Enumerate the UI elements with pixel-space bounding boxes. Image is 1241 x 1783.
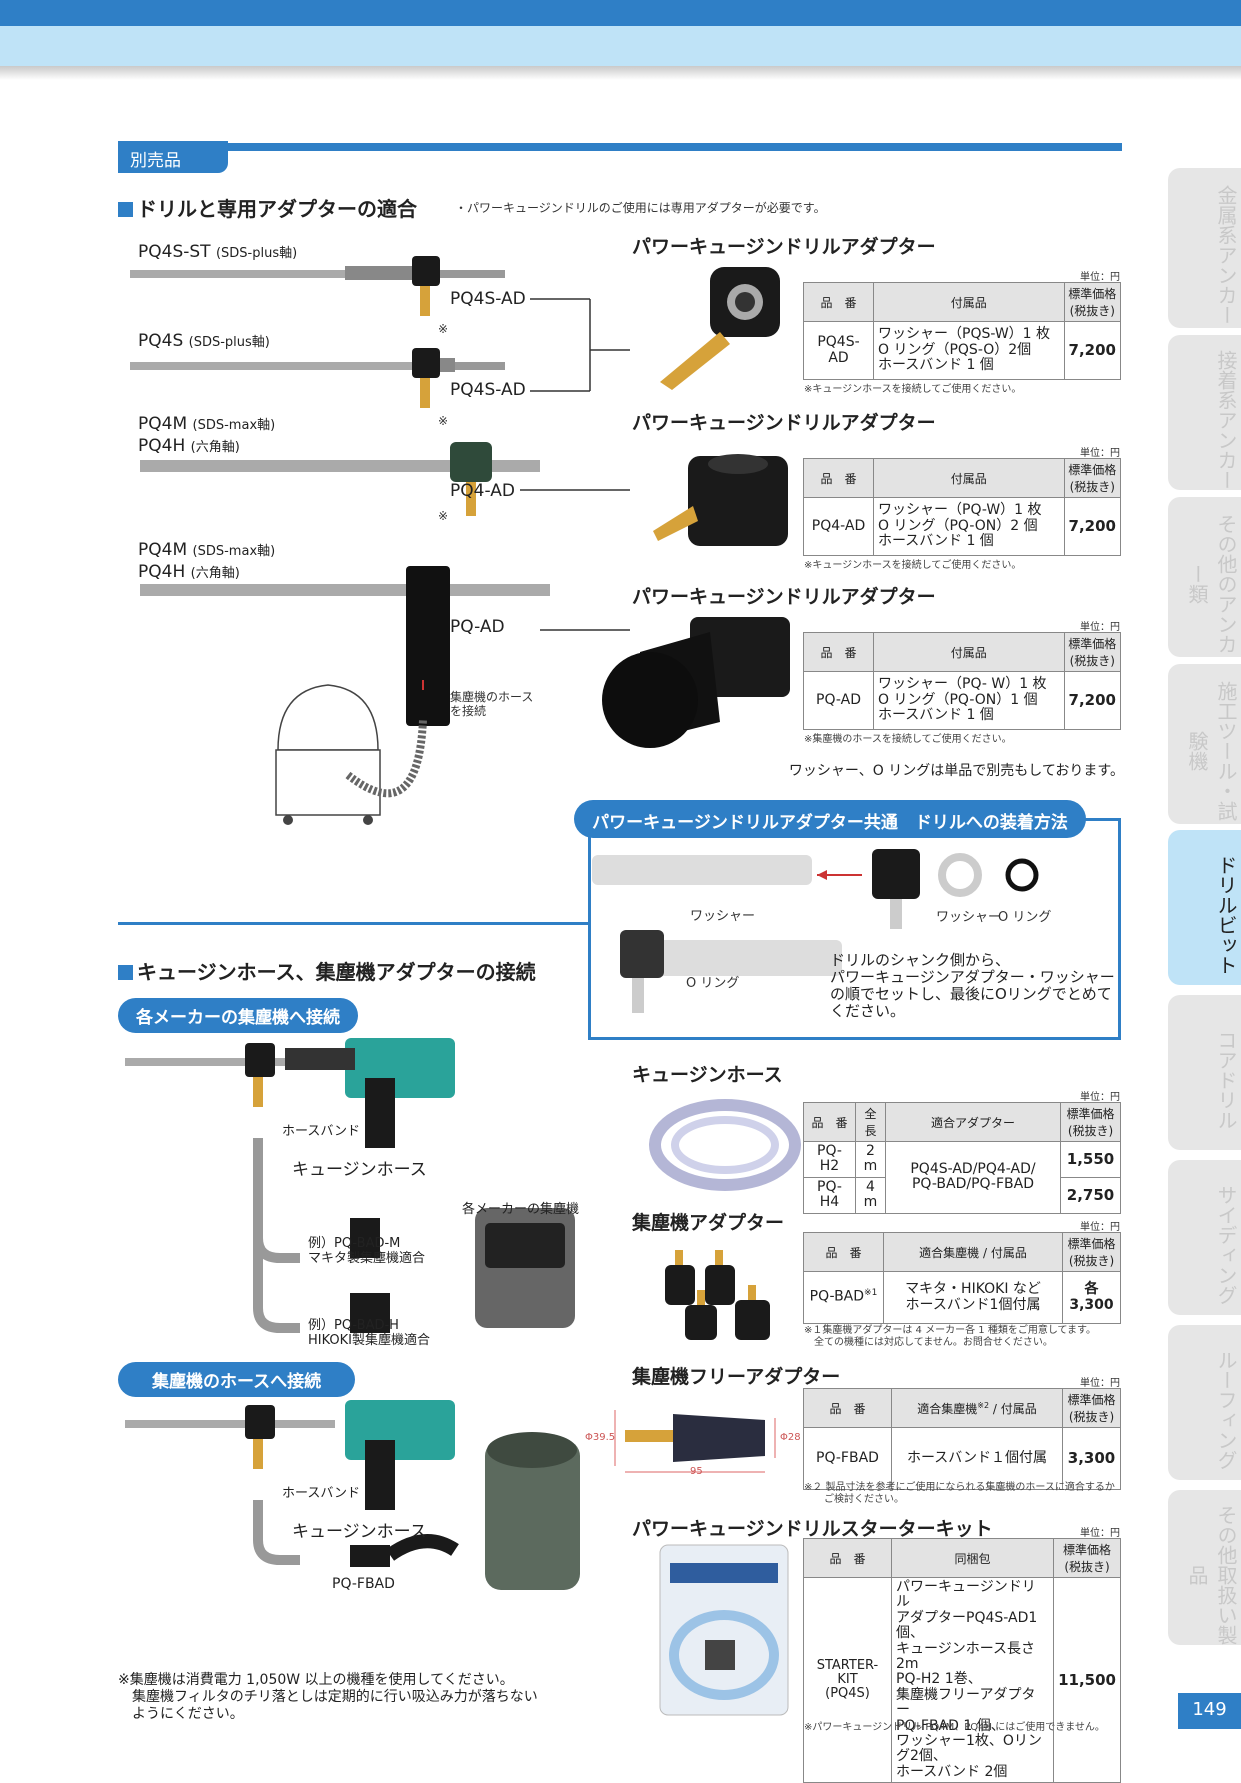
adapter-label-1: PQ4S-AD — [450, 289, 526, 309]
fbad-dim-len: 95 — [690, 1466, 703, 1477]
side-tab-tools[interactable]: 施工ツール・試験機 — [1168, 664, 1241, 824]
side-tab-core-drill[interactable]: コアドリル — [1168, 995, 1241, 1150]
adapter-label-2: PQ4S-AD — [450, 380, 526, 400]
install-title: パワーキュージンドリルアダプター共通 ドリルへの装着方法 — [574, 800, 1086, 838]
unit-label-1: 単位：円 — [1080, 272, 1120, 283]
section-label: 別売品 — [118, 141, 228, 173]
side-tab-adhesive-anchor[interactable]: 接着系アンカー — [1168, 335, 1241, 490]
adapter-label-3: PQ4-AD — [450, 481, 515, 501]
drill-label-3: PQ4M (SDS-max軸)PQ4H (六角軸) — [138, 414, 276, 456]
conn-maker-vac: 各メーカーの集塵機 — [462, 1202, 580, 1217]
bad-photo — [665, 1250, 770, 1340]
side-tab-other-anchors[interactable]: その他のアンカー類 — [1168, 497, 1241, 657]
unit-label-3: 単位：円 — [1080, 622, 1120, 633]
drill-adapter-diagram — [130, 256, 630, 726]
adapter-1-title: パワーキュージンドリルアダプター — [632, 236, 936, 258]
drill-pq4h-illustration — [140, 566, 550, 726]
header-shadow — [0, 66, 1241, 80]
conn-kyujin-hose-2: キュージンホース — [292, 1522, 427, 1542]
note-adapter-required: ・パワーキュージンドリルのご使用には専用アダプターが必要です。 — [455, 201, 826, 215]
adapter-label-4: PQ-AD — [450, 617, 505, 637]
hose-title: キュージンホース — [632, 1064, 783, 1086]
heading-hose-connection: キュージンホース、集塵機アダプターの接続 — [118, 956, 536, 985]
adapter-pq-ad-photo — [602, 617, 790, 748]
bad-note: ※１集塵機アダプターは 4 メーカー各 1 種類をご用意してます。 全ての機種に… — [804, 1325, 1097, 1348]
install-washer-label-2: ワッシャー — [936, 910, 1002, 925]
fbad-note: ※２ 製品寸法を参考にご使用になられる集塵機のホースに適合するか ご検討ください… — [804, 1482, 1115, 1505]
unit-label-fbad: 単位：円 — [1080, 1378, 1120, 1389]
side-tab-metal-anchor[interactable]: 金属系アンカー — [1168, 168, 1241, 328]
side-tab-siding[interactable]: サイディング — [1168, 1160, 1241, 1315]
install-description: ドリルのシャンク側から、 パワーキュージンアダプター・ワッシャー の順でセットし… — [830, 951, 1115, 1020]
adapter-2-title: パワーキュージンドリルアダプター — [632, 412, 936, 434]
pill-hose: 集塵機のホースへ接続 — [118, 1362, 356, 1397]
install-oring-label: O リング — [686, 976, 740, 991]
connection-diagram-1 — [125, 1038, 575, 1333]
side-tab-roofing[interactable]: ルーフィング — [1168, 1325, 1241, 1480]
connector-lines — [520, 298, 630, 631]
drill-pq4m-illustration — [140, 442, 540, 516]
washer-note: ワッシャー、O リングは単品で別売もしております。 — [788, 763, 1124, 779]
adapter-pq4-ad-photo — [653, 454, 788, 546]
adapter-1-note: ※キュージンホースを接続してご使用ください。 — [804, 384, 1022, 395]
unit-label-2: 単位：円 — [1080, 448, 1120, 459]
fbad-dim-d2: Φ28 — [780, 1432, 801, 1443]
unit-label-kit: 単位：円 — [1080, 1528, 1120, 1539]
drill-pq4s-illustration — [130, 348, 505, 408]
fbad-dim-d1: Φ39.5 — [585, 1432, 616, 1443]
adapter-3-title: パワーキュージンドリルアダプター — [632, 586, 936, 608]
conn-example-h: 例）PQ-BAD-H HIKOKI製集塵機適合 — [308, 1318, 431, 1348]
unit-label-bad: 単位：円 — [1080, 1222, 1120, 1233]
install-diagram — [592, 849, 1039, 1013]
conn-fbad: PQ-FBAD — [332, 1576, 395, 1592]
adapter-pq4s-ad-photo — [660, 267, 780, 390]
divider-line — [118, 922, 588, 925]
drill-label-1: PQ4S-ST (SDS-plus軸) — [138, 242, 298, 262]
section-header: 別売品 — [118, 141, 1122, 173]
page-number: 149 — [1178, 1693, 1241, 1729]
kit-photo — [659, 1544, 789, 1716]
hose-photo — [649, 1099, 801, 1191]
conn-kyujin-hose-1: キュージンホース — [292, 1160, 427, 1180]
kit-title: パワーキュージンドリルスターターキット — [632, 1518, 993, 1540]
vacuum-cleaner-sketch — [275, 680, 427, 825]
drill-label-4: PQ4M (SDS-max軸)PQ4H (六角軸) — [138, 540, 276, 582]
drill-label-2: PQ4S (SDS-plus軸) — [138, 331, 270, 351]
install-washer-label: ワッシャー — [690, 909, 756, 924]
unit-label-hose: 単位：円 — [1080, 1092, 1120, 1103]
adapter-2-note: ※キュージンホースを接続してご使用ください。 — [804, 560, 1022, 571]
asterisk-2: ※ — [438, 414, 449, 428]
kit-note: ※パワーキュージンドリル PQ4M、PQ4H にはご使用できません。 — [804, 1722, 1105, 1733]
connection-diagram-2 — [125, 1400, 580, 1590]
install-oring-label-2: O リング — [998, 910, 1052, 925]
kit-table: 品 番同梱包標準価格 (税抜き) STARTER-KIT (PQ4S)パワーキュ… — [803, 1538, 1121, 1783]
vacuum-note: ※集塵機は消費電力 1,050W 以上の機種を使用してください。 集塵機フィルタ… — [118, 1672, 538, 1722]
conn-example-m: 例）PQ-BAD-M マキタ製集塵機適合 — [308, 1236, 426, 1266]
header-band — [0, 26, 1241, 66]
fbad-photo — [614, 1410, 776, 1473]
side-tab-other-products[interactable]: その他取扱い製品 — [1168, 1490, 1241, 1645]
side-tab-drill-bit[interactable]: ドリルビット — [1168, 830, 1241, 985]
asterisk-3: ※ — [438, 509, 449, 523]
conn-hose-band-2: ホースバンド — [282, 1486, 361, 1501]
vacuum-hose-note: 集塵機のホース を接続 — [450, 690, 534, 718]
conn-hose-band-1: ホースバンド — [282, 1124, 361, 1139]
asterisk-1: ※ — [438, 322, 449, 336]
header-bar — [0, 0, 1241, 26]
fbad-title: 集塵機フリーアダプター — [632, 1366, 841, 1388]
pill-makers: 各メーカーの集塵機へ接続 — [118, 998, 358, 1033]
heading-adapter-fit: ドリルと専用アダプターの適合 — [118, 193, 417, 222]
bad-title: 集塵機アダプター — [632, 1212, 785, 1234]
adapter-3-note: ※集塵機のホースを接続してご使用ください。 — [804, 734, 1012, 745]
drill-pq4s-st-illustration — [130, 256, 505, 316]
